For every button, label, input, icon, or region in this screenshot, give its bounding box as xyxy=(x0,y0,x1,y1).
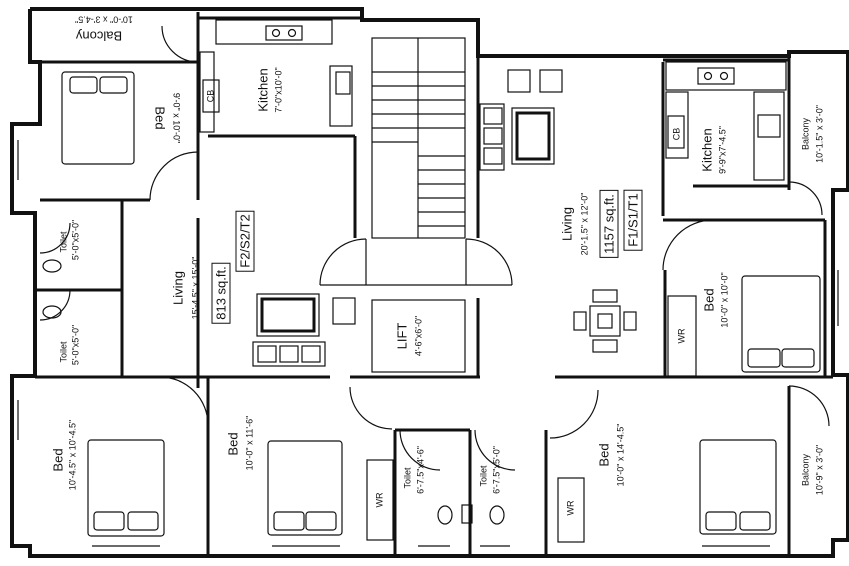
bed-br xyxy=(699,439,777,535)
kitchen-left-label: Kitchen xyxy=(255,68,271,112)
kitchen-left-counters xyxy=(199,19,353,133)
kitchen-right-dims: 9'-9"x7'-4.5" xyxy=(717,126,728,174)
right-living-furniture xyxy=(479,69,637,353)
wardrobe-br xyxy=(557,477,585,543)
bed-tl-label: Bed xyxy=(152,106,168,130)
toilet-l1-label: Toilet xyxy=(58,231,69,253)
unit-left-code: F2/S2/T2 xyxy=(235,210,255,272)
wr-right-label: WR xyxy=(676,328,687,344)
kitchen-right-label: Kitchen xyxy=(699,128,715,172)
balcony-top-label: Balcony xyxy=(75,28,123,44)
door-arcs xyxy=(39,25,830,471)
balcony-top-dims: 10'-0" x 3'-4.5" xyxy=(75,14,133,25)
kitchen-right-cb: CB xyxy=(671,127,682,141)
living-right-dims: 20'-1.5" x 12'-0" xyxy=(579,192,590,256)
balcony-br-dims: 10'-9" x 3'-0" xyxy=(814,444,825,496)
unit-right-code: F1/S1/T1 xyxy=(623,189,643,251)
balcony-right-label: Balcony xyxy=(800,117,811,151)
bed-right-label: Bed xyxy=(701,288,717,312)
outer-walls xyxy=(10,7,849,558)
lift-label: LIFT xyxy=(394,322,410,350)
bed-right-dims: 10'-0" x 10'-0" xyxy=(719,272,730,328)
bed-br-dims: 10'-0" x 14'-4.5" xyxy=(615,423,626,487)
bed-bm-dims: 10'-0" x 11'-6" xyxy=(244,415,255,471)
wardrobe-r xyxy=(667,295,697,377)
lobby-doors xyxy=(319,238,513,286)
bed-tl-dims: 9'-0" x 10'-0" xyxy=(171,92,182,144)
wr-bm-label: WR xyxy=(374,492,385,508)
bed-tl xyxy=(61,71,135,165)
wardrobe-bm xyxy=(366,459,394,541)
left-unit-walls xyxy=(35,12,548,556)
toilet-b2-label: Toilet xyxy=(478,465,489,487)
balcony-right-dims: 10'-1.5" x 3'-0" xyxy=(814,105,825,163)
kitchen-left-cb: CB xyxy=(205,89,216,103)
lift-shaft xyxy=(371,299,466,373)
toilet-b1-label: Toilet xyxy=(402,467,413,489)
right-unit-walls xyxy=(476,56,833,556)
kitchen-right-counters xyxy=(665,61,787,181)
wr-br-label: WR xyxy=(565,500,576,516)
living-left-dims: 15'-4.5" x 15'-0" xyxy=(190,256,201,320)
bed-bl-dims: 10'-4.5" x 10'-4.5" xyxy=(67,419,78,491)
living-left-label: Living xyxy=(170,271,186,305)
bed-bm-label: Bed xyxy=(225,432,241,456)
bed-bm xyxy=(267,440,343,536)
bed-bl-label: Bed xyxy=(50,448,66,472)
balcony-br-label: Balcony xyxy=(800,453,811,487)
toilet-l1-dims: 5'-0"x5'-0" xyxy=(70,219,81,261)
toilet-fixtures xyxy=(42,259,505,525)
unit-left-area: 813 sq.ft. xyxy=(211,262,231,324)
toilet-l2-dims: 5'-0"x5'-0" xyxy=(70,324,81,366)
lift-dims: 4'-6"x6'-0" xyxy=(413,315,424,357)
toilet-l2-label: Toilet xyxy=(58,341,69,363)
windows xyxy=(17,55,839,547)
left-living-furniture xyxy=(252,293,356,367)
bed-bl xyxy=(87,439,165,537)
bed-r xyxy=(741,275,821,373)
bed-br-label: Bed xyxy=(596,443,612,467)
toilet-b1-dims: 6'-7.5"x4'-6" xyxy=(415,446,426,494)
living-right-label: Living xyxy=(559,207,575,241)
toilet-b2-dims: 6'-7.5"x5'-0" xyxy=(491,446,502,494)
staircase xyxy=(371,37,466,239)
kitchen-left-dims: 7'-0"x10'-0" xyxy=(273,67,284,113)
unit-right-area: 1157 sq.ft. xyxy=(599,190,619,258)
